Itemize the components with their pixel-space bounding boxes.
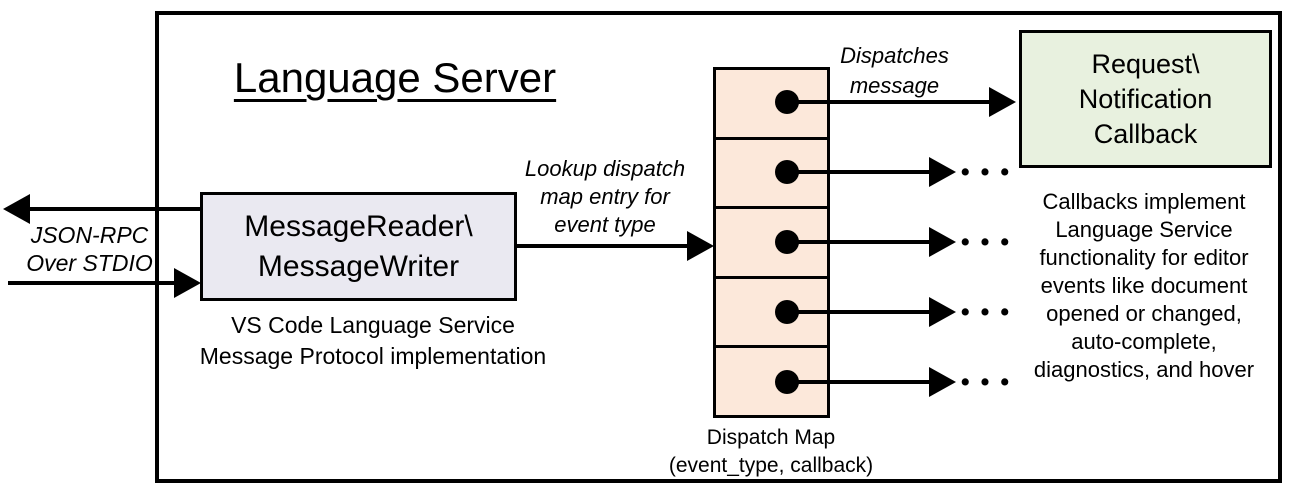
dispatch-arrow-label: Dispatches message xyxy=(840,43,949,98)
stdio-in-arrow-line xyxy=(8,281,176,285)
stdio-label: JSON-RPC Over STDIO xyxy=(26,222,153,276)
dispatch-map-cell xyxy=(716,70,827,140)
dispatch-arrowhead-icon xyxy=(929,157,956,187)
diagram-title: Language Server xyxy=(233,54,557,101)
stdio-out-arrowhead-icon xyxy=(3,194,30,224)
dispatch-map-cell xyxy=(716,140,827,210)
language-server-boundary xyxy=(155,11,1282,483)
dispatch-arrowhead-icon xyxy=(929,367,956,397)
lookup-arrow-line xyxy=(517,244,689,248)
dispatch-arrow-line xyxy=(787,100,991,104)
stdio-in-arrowhead-icon xyxy=(174,268,201,298)
dispatch-arrowhead-icon xyxy=(929,297,956,327)
dispatch-arrow-line xyxy=(787,240,931,244)
message-box-label: MessageReader\ MessageWriter xyxy=(244,209,473,283)
request-notification-callback-box: Request\ Notification Callback xyxy=(1019,30,1272,168)
ellipsis-icon: • • • xyxy=(960,158,1012,186)
dispatch-map-cell xyxy=(716,279,827,349)
message-reader-writer-box: MessageReader\ MessageWriter xyxy=(200,192,517,301)
lookup-arrow-label: Lookup dispatch map entry for event type xyxy=(524,156,686,237)
lookup-arrowhead-icon xyxy=(687,231,714,261)
callback-box-label: Request\ Notification Callback xyxy=(1078,48,1213,149)
dispatch-map-cell xyxy=(716,209,827,279)
ellipsis-icon: • • • xyxy=(960,298,1012,326)
dispatch-arrow-line xyxy=(787,170,931,174)
dispatch-arrow-line xyxy=(787,380,931,384)
dispatch-arrowhead-icon xyxy=(929,227,956,257)
stdio-out-arrow-line xyxy=(26,207,200,211)
dispatch-arrow-line xyxy=(787,310,931,314)
callback-note: Callbacks implement Language Service fun… xyxy=(1033,189,1255,382)
ellipsis-icon: • • • xyxy=(960,228,1012,256)
message-box-caption: VS Code Language Service Message Protoco… xyxy=(199,312,547,369)
dispatch-arrowhead-icon xyxy=(989,87,1016,117)
dispatch-map-caption: Dispatch Map (event_type, callback) xyxy=(668,426,874,477)
ellipsis-icon: • • • xyxy=(960,368,1012,396)
